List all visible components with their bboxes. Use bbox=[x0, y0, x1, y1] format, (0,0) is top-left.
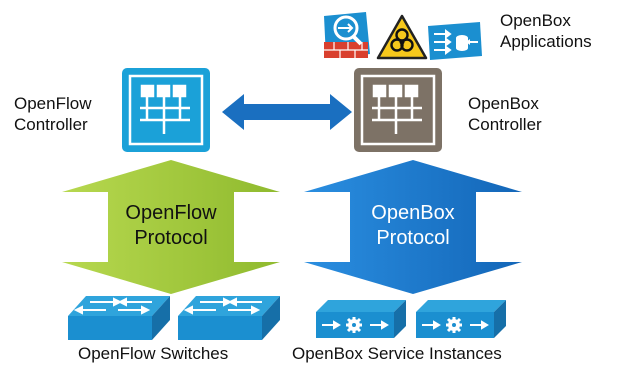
openflow-protocol-arrow bbox=[58, 160, 284, 294]
load-balancer-icon bbox=[424, 18, 486, 62]
openbox-service-instances-label: OpenBox Service Instances bbox=[292, 344, 502, 363]
biohazard-warning-icon bbox=[376, 14, 428, 60]
openbox-protocol-label: OpenBox Protocol bbox=[371, 202, 455, 249]
openbox-service-instance-1 bbox=[314, 298, 410, 342]
openflow-switch-1 bbox=[66, 294, 174, 344]
openbox-controller-label: OpenBox Controller bbox=[468, 94, 542, 134]
controller-link-arrow bbox=[222, 92, 352, 132]
openflow-controller-label: OpenFlow Controller bbox=[14, 94, 92, 134]
openflow-protocol-label: OpenFlow Protocol bbox=[125, 202, 217, 249]
openflow-switch-2 bbox=[176, 294, 284, 344]
openflow-controller-icon bbox=[118, 64, 218, 156]
openbox-protocol-arrow bbox=[300, 160, 526, 294]
openflow-switches-label: OpenFlow Switches bbox=[78, 344, 229, 363]
apps-label: OpenBox Applications bbox=[500, 11, 592, 51]
firewall-app-icon bbox=[318, 8, 374, 62]
openbox-service-instance-2 bbox=[414, 298, 510, 342]
openbox-controller-icon bbox=[350, 64, 450, 156]
